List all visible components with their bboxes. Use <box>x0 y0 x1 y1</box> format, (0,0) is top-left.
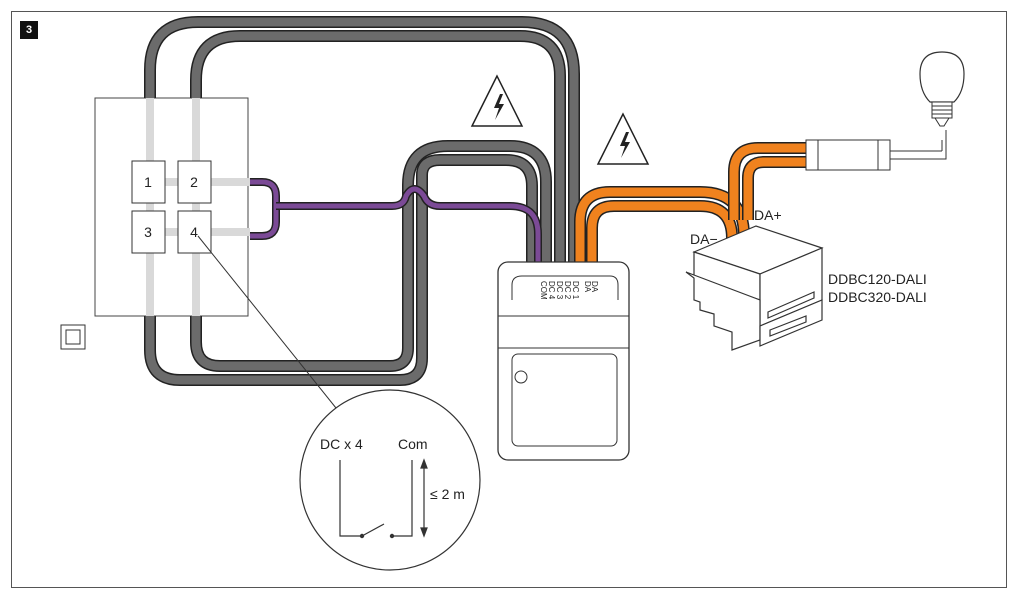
figure-number-badge: 3 <box>20 21 38 39</box>
svg-text:DC 4: DC 4 <box>547 281 556 300</box>
distance-arrow <box>420 458 428 538</box>
svg-text:DA: DA <box>590 281 599 293</box>
dali-input-module <box>497 261 630 461</box>
switch-contact-symbol <box>339 460 413 539</box>
double-insulation-icon <box>60 324 86 350</box>
switch-button-4-label: 4 <box>190 224 198 240</box>
figure-frame <box>11 11 1007 588</box>
svg-text:COM: COM <box>539 281 548 300</box>
switch-button-2 <box>177 160 212 204</box>
detail-com-label: Com <box>398 436 428 452</box>
switch-panel <box>94 97 249 317</box>
svg-text:DA: DA <box>583 281 592 293</box>
switch-button-1 <box>131 160 166 204</box>
dali-cable <box>574 142 808 268</box>
detail-circle <box>299 389 481 571</box>
switch-button-3 <box>131 210 166 254</box>
da-minus-label: DA− <box>690 231 718 247</box>
light-bulb-icon <box>919 51 965 127</box>
switch-button-2-label: 2 <box>190 174 198 190</box>
din-rail-controller <box>685 225 824 351</box>
module-terminal-labels: DA DA DC 1 DC 2 DC 3 DC 4 COM <box>539 281 599 300</box>
low-voltage-cable <box>250 178 542 268</box>
svg-text:DC 1: DC 1 <box>571 281 580 300</box>
svg-text:DC 2: DC 2 <box>563 281 572 300</box>
da-plus-label: DA+ <box>754 207 782 223</box>
mains-cable-outer <box>144 16 580 386</box>
detail-pointer-line <box>197 235 337 409</box>
led-driver <box>805 130 947 171</box>
controller-model-2: DDBC320-DALI <box>828 289 927 305</box>
hazard-voltage-icon <box>470 74 524 127</box>
controller-model-1: DDBC120-DALI <box>828 271 927 287</box>
switch-button-1-label: 1 <box>144 174 152 190</box>
detail-dc-label: DC x 4 <box>320 436 363 452</box>
svg-text:DC 3: DC 3 <box>555 281 564 300</box>
hazard-voltage-icon <box>596 112 650 165</box>
mains-cable-inner <box>190 30 566 372</box>
switch-button-3-label: 3 <box>144 224 152 240</box>
detail-distance-label: ≤ 2 m <box>430 486 465 502</box>
